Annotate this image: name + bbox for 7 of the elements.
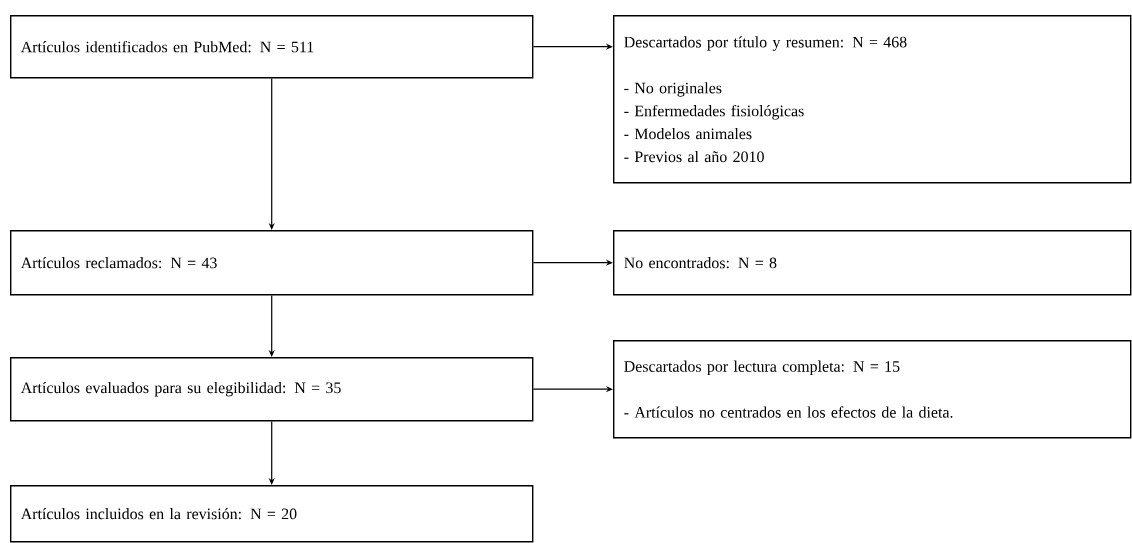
process-box: Artículos incluidos en la revisión: N = 20 (10, 485, 534, 543)
process-box: Artículos evaluados para su elegibilidad: N = 35 (10, 357, 534, 422)
process-box: Artículos reclamados: N = 43 (10, 230, 534, 296)
process-box: No encontrados: N = 8 (613, 230, 1132, 296)
process-box: Artículos identificados en PubMed: N = 511 (10, 15, 534, 79)
process-box: Descartados por título y resumen: N = 468 - No originales - Enfermedades fisiológicas - Modelos animales - Previos al año 2010 (613, 15, 1132, 184)
process-box: Descartados por lectura completa: N = 15 - Artículos no centrados en los efectos de la dieta. (613, 340, 1132, 439)
